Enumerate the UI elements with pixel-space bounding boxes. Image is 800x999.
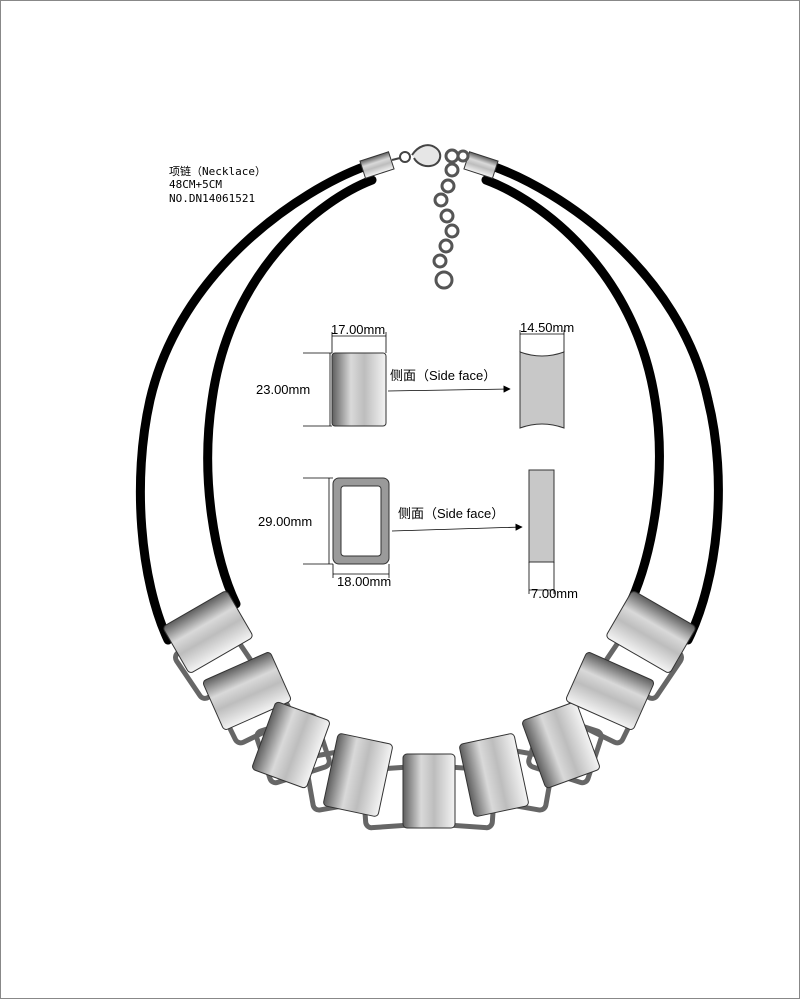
- frame-side-view: [528, 469, 555, 563]
- frame-side-dimension-lines: [528, 562, 555, 594]
- product-name: 项链（Necklace）: [169, 164, 266, 178]
- frame-side-width-label: 7.00mm: [531, 586, 578, 601]
- inner-cord: [203, 175, 664, 609]
- bead-front-view: [331, 352, 387, 427]
- bead-side-label: 侧面（Side face）: [390, 368, 496, 383]
- extension-chain: [432, 148, 470, 290]
- bead-height-label: 23.00mm: [256, 382, 310, 397]
- bead-width-label: 17.00mm: [331, 322, 385, 337]
- frame-side-label: 侧面（Side face）: [398, 506, 504, 521]
- lobster-clasp: [391, 144, 442, 168]
- frame-side-arrow: [391, 523, 523, 532]
- pendant-links: [163, 591, 696, 831]
- bead-side-width-label: 14.50mm: [520, 320, 574, 335]
- product-number: NO.DN14061521: [169, 192, 255, 205]
- bead-dimension-lines: [303, 332, 387, 427]
- end-cap-left: [359, 151, 395, 179]
- bead-side-view: [519, 351, 565, 429]
- product-size: 48CM+5CM: [169, 178, 222, 191]
- outer-cord: [135, 161, 723, 645]
- frame-width-label: 18.00mm: [337, 574, 391, 589]
- bead-side-dimension-lines: [519, 330, 565, 352]
- frame-height-label: 29.00mm: [258, 514, 312, 529]
- bead-side-arrow: [387, 385, 511, 393]
- frame-dimension-lines: [303, 477, 390, 578]
- frame-front-view: [332, 477, 390, 565]
- link-bead: [163, 591, 696, 829]
